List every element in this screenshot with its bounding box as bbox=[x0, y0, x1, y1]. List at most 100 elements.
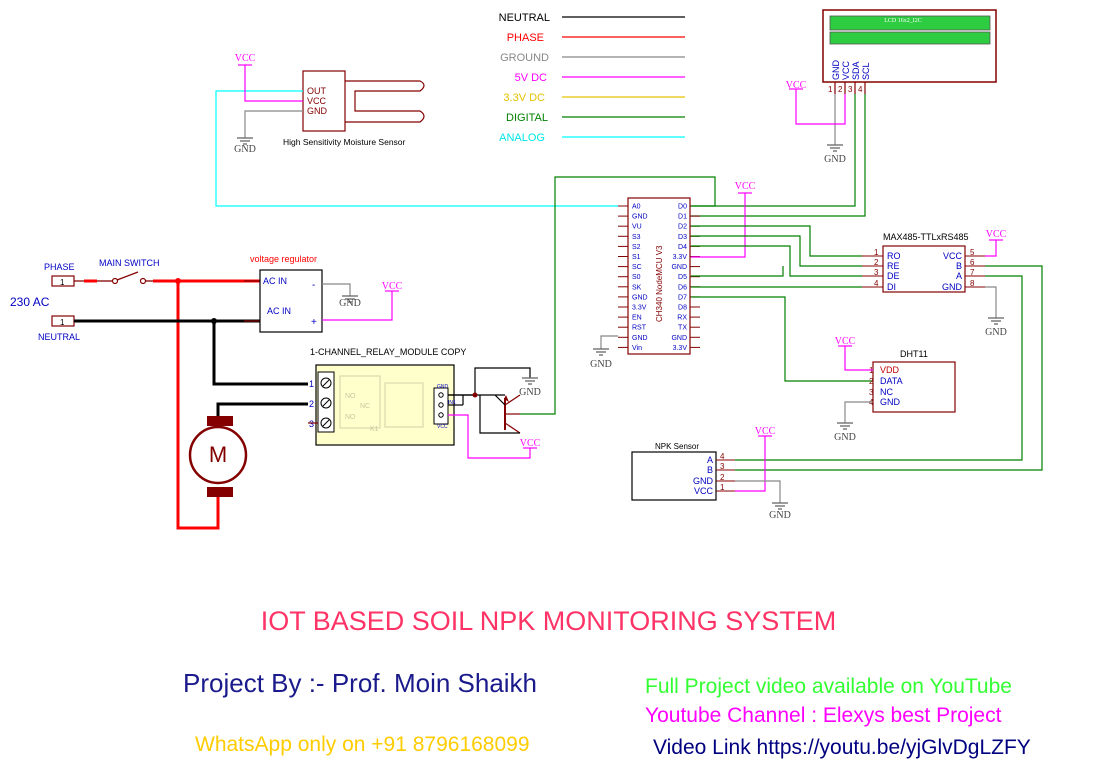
npk-pin: GND bbox=[693, 476, 714, 486]
moisture-pin-vcc: VCC bbox=[307, 96, 327, 106]
npk-pin-num: 1 bbox=[720, 483, 725, 492]
svg-text:GND: GND bbox=[834, 432, 856, 443]
switch-contact-right bbox=[139, 277, 147, 285]
max485-right-pin: GND bbox=[942, 282, 963, 292]
switch-contact-left bbox=[111, 277, 119, 285]
svg-text:GND: GND bbox=[339, 298, 361, 309]
legend-3v3-label: 3.3V DC bbox=[503, 92, 545, 104]
dht11-gnd-symbol: GND bbox=[834, 422, 856, 443]
dht11-pin-num: 2 bbox=[869, 377, 874, 386]
legend-ground-label: GROUND bbox=[500, 52, 549, 64]
dht11-pin: GND bbox=[880, 397, 901, 407]
svg-text:GND: GND bbox=[769, 510, 791, 521]
moisture-pin-out: OUT bbox=[307, 86, 327, 96]
max485-name: MAX485-TTLxRS485 bbox=[883, 232, 969, 242]
max485-left-num: 2 bbox=[874, 258, 879, 267]
dht11-pin-num: 3 bbox=[869, 388, 874, 397]
regulator-plus: + bbox=[311, 317, 317, 328]
max485-gnd-symbol: GND bbox=[985, 317, 1007, 338]
legend-neutral-label: NEUTRAL bbox=[499, 12, 550, 24]
lcd-pin-vcc: VCC bbox=[841, 60, 851, 80]
nodemcu-gnd-symbol: GND bbox=[590, 348, 612, 370]
relay-pin-vcc: VCC bbox=[437, 424, 448, 430]
lcd-pin-sda: SDA bbox=[851, 61, 861, 80]
nodemcu-right-pin: D0 bbox=[678, 204, 687, 211]
max485-left-num: 4 bbox=[874, 279, 879, 288]
npk-pin-num: 2 bbox=[720, 473, 725, 482]
max485-left-pin: RE bbox=[887, 261, 900, 271]
nodemcu-left-pin: EN bbox=[632, 315, 642, 322]
max485-right-pin: VCC bbox=[943, 251, 963, 261]
max485-left-num: 3 bbox=[874, 268, 879, 277]
nodemcu-right-pin: D1 bbox=[678, 214, 687, 221]
nodemcu-right-pin: GND bbox=[671, 264, 687, 271]
whatsapp-contact: WhatsApp only on +91 8796168099 bbox=[195, 733, 530, 756]
circuit-schematic: NEUTRAL PHASE GROUND 5V DC 3.3V DC DIGIT… bbox=[10, 9, 1043, 530]
svg-text:1: 1 bbox=[60, 318, 65, 327]
nodemcu-left-pin: S0 bbox=[632, 274, 641, 281]
relay-terminal-3: 3 bbox=[309, 419, 314, 429]
max485-right-num: 5 bbox=[970, 248, 975, 257]
nodemcu-right-pin: D7 bbox=[678, 294, 687, 301]
svg-text:1: 1 bbox=[60, 278, 65, 287]
relay-vcc-symbol: VCC bbox=[520, 438, 541, 449]
relay-gnd-symbol: GND bbox=[519, 377, 541, 398]
dht11-vcc-symbol: VCC bbox=[835, 336, 856, 347]
switch-lever bbox=[116, 271, 139, 281]
nodemcu-right-pin: GND bbox=[671, 335, 687, 342]
moisture-sensor: OUT VCC GND High Sensitivity Moisture Se… bbox=[283, 70, 425, 147]
legend-phase-label: PHASE bbox=[507, 32, 544, 44]
regulator-ac-in-bottom: AC IN bbox=[267, 306, 291, 316]
nodemcu-right-pin: TX bbox=[678, 325, 687, 332]
dht11-pin: NC bbox=[880, 387, 893, 397]
moisture-vcc-symbol: VCC bbox=[235, 53, 256, 64]
youtube-note: Full Project video available on YouTube bbox=[645, 675, 1012, 698]
relay-terminal-1: 1 bbox=[309, 379, 314, 389]
max485-right-num: 7 bbox=[970, 268, 975, 277]
moisture-gnd-symbol: GND bbox=[234, 137, 256, 155]
svg-text:GND: GND bbox=[985, 327, 1007, 338]
nodemcu-left-pin: Vin bbox=[632, 345, 642, 352]
nodemcu-left-pin: GND bbox=[632, 214, 648, 221]
nodemcu-right-pin: RX bbox=[677, 315, 687, 322]
nodemcu-left-pin: A0 bbox=[632, 204, 641, 211]
nodemcu-left-pin: S1 bbox=[632, 254, 641, 261]
relay-terminal-2: 2 bbox=[309, 399, 314, 409]
max485-vcc-symbol: VCC bbox=[986, 229, 1007, 240]
regulator-ac-in-top: AC IN bbox=[263, 276, 287, 286]
youtube-channel: Youtube Channel : Elexys best Project bbox=[645, 704, 1002, 727]
voltage-regulator: voltage regulator AC IN AC IN - + bbox=[250, 254, 323, 333]
mains-input: PHASE 230 AC NEUTRAL 1 1 MAIN SWITCH bbox=[10, 258, 160, 342]
lcd-pin-num-3: 3 bbox=[848, 85, 853, 94]
lcd-row-1 bbox=[829, 15, 991, 31]
wire-legend: NEUTRAL PHASE GROUND 5V DC 3.3V DC DIGIT… bbox=[499, 12, 685, 144]
relay-module: 1-CHANNEL_RELAY_MODULE COPY 1 2 3 NO NC … bbox=[309, 347, 466, 446]
neutral-label: NEUTRAL bbox=[38, 332, 80, 342]
max485-left-num: 1 bbox=[874, 248, 879, 257]
lcd-title: LCD 16x2_I2C bbox=[884, 18, 922, 24]
svg-text:GND: GND bbox=[824, 154, 846, 165]
nodemcu-name: CH340 NodeMCU V3 bbox=[655, 245, 664, 322]
nodemcu-right-pin: D4 bbox=[678, 244, 687, 251]
motor-label: M bbox=[209, 442, 227, 467]
svg-text:GND: GND bbox=[519, 387, 541, 398]
dht11-name: DHT11 bbox=[900, 349, 928, 359]
project-by: Project By :- Prof. Moin Shaikh bbox=[183, 668, 538, 698]
video-link[interactable]: Video Link https://youtu.be/yjGlvDgLZFY bbox=[653, 736, 1031, 759]
lcd-display: LCD 16x2_I2C GND VCC SDA SCL 1 2 3 4 bbox=[822, 9, 997, 94]
driver-transistor bbox=[494, 394, 521, 434]
max485-right-pin: B bbox=[956, 261, 962, 271]
npk-pin: A bbox=[707, 455, 713, 465]
regulator-vcc-symbol: VCC bbox=[382, 281, 403, 292]
lcd-pin-num-1: 1 bbox=[828, 85, 833, 94]
nodemcu-right-pin: D3 bbox=[678, 234, 687, 241]
legend-analog-label: ANALOG bbox=[499, 132, 545, 144]
dht11-pin: VDD bbox=[880, 365, 900, 375]
npk-name: NPK Sensor bbox=[655, 442, 699, 451]
lcd-pin-num-2: 2 bbox=[838, 85, 843, 94]
moisture-pin-gnd: GND bbox=[307, 106, 328, 116]
npk-gnd-symbol: GND bbox=[769, 502, 791, 521]
motor: M bbox=[188, 416, 248, 497]
